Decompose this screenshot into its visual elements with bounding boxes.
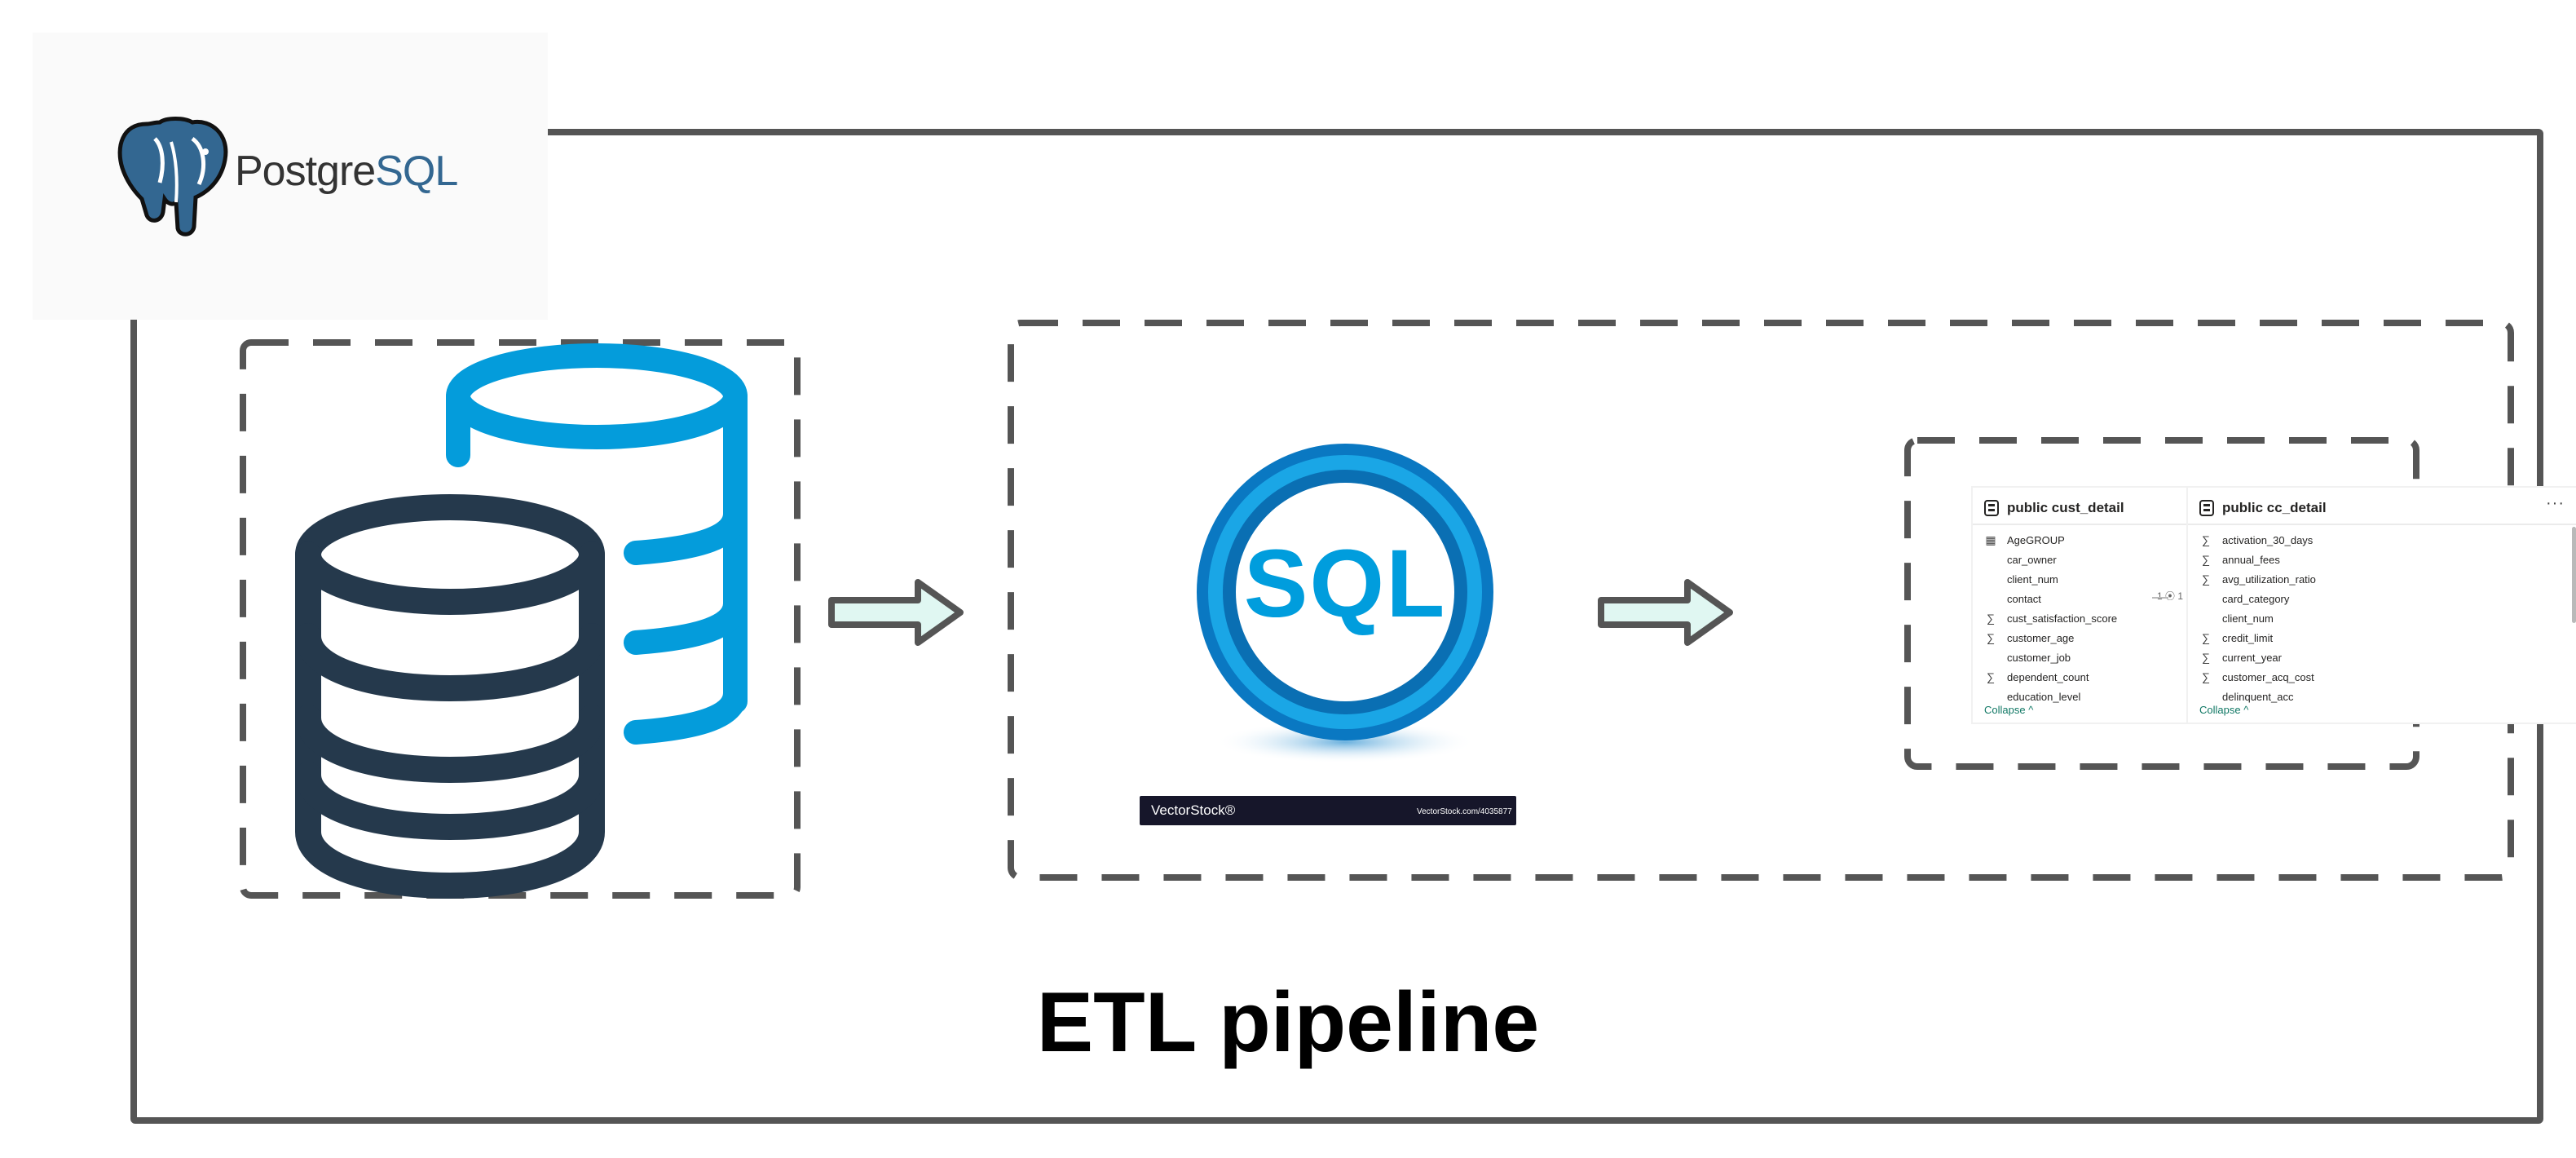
field-name: customer_job bbox=[2007, 651, 2071, 664]
table-icon bbox=[1984, 500, 1999, 516]
field-name: current_year bbox=[2222, 651, 2282, 664]
postgresql-wordmark: PostgreSQL bbox=[235, 147, 458, 196]
field-row[interactable]: ∑ activation_30_days bbox=[2199, 530, 2313, 550]
sigma-icon: ∑ bbox=[1987, 670, 1995, 683]
sigma-icon: ∑ bbox=[2202, 651, 2210, 664]
field-row[interactable]: card_category bbox=[2199, 589, 2289, 608]
field-row[interactable]: ∑ customer_age bbox=[1984, 628, 2074, 648]
model-dashed-box bbox=[1904, 437, 2419, 770]
field-name: contact bbox=[2007, 592, 2041, 605]
field-name: cust_satisfaction_score bbox=[2007, 612, 2118, 625]
field-name: card_category bbox=[2222, 592, 2290, 605]
sigma-icon: ∑ bbox=[2202, 631, 2210, 644]
field-name: AgeGROUP bbox=[2007, 533, 2065, 546]
sql-badge-text: SQL bbox=[1243, 530, 1447, 638]
field-row[interactable]: ∑ cust_satisfaction_score bbox=[1984, 608, 2117, 628]
field-name: client_num bbox=[2222, 612, 2274, 625]
postgresql-word-2: SQL bbox=[375, 148, 458, 195]
field-row[interactable]: car_owner bbox=[1984, 550, 2057, 569]
field-row[interactable]: delinquent_acc bbox=[2199, 687, 2293, 706]
field-row[interactable]: ∑ customer_acq_cost bbox=[2199, 667, 2314, 687]
field-name: avg_utilization_ratio bbox=[2222, 572, 2316, 586]
sigma-icon: ∑ bbox=[1987, 631, 1995, 644]
arrow-right-icon bbox=[1598, 579, 1733, 646]
field-name: activation_30_days bbox=[2222, 533, 2314, 546]
field-row[interactable]: ∑ dependent_count bbox=[1984, 667, 2089, 687]
source-dashed-box bbox=[240, 339, 801, 899]
relationship-label[interactable]: 1 ⦿ 1 bbox=[2157, 590, 2184, 602]
database-icon bbox=[295, 343, 748, 899]
table-icon bbox=[2199, 500, 2214, 516]
field-name: annual_fees bbox=[2222, 553, 2280, 566]
field-name: customer_acq_cost bbox=[2222, 670, 2314, 683]
field-name: education_level bbox=[2007, 690, 2081, 703]
watermark-url: VectorStock.com/4035877 bbox=[1417, 807, 1512, 816]
field-name: credit_limit bbox=[2222, 631, 2274, 644]
field-name: dependent_count bbox=[2007, 670, 2089, 683]
field-row[interactable]: ∑ current_year bbox=[2199, 648, 2282, 667]
field-row[interactable]: education_level bbox=[1984, 687, 2080, 706]
field-name: customer_age bbox=[2007, 631, 2075, 644]
sigma-icon: ∑ bbox=[2202, 670, 2210, 683]
field-row[interactable]: ∑ avg_utilization_ratio bbox=[2199, 569, 2316, 589]
postgresql-word-1: Postgre bbox=[235, 148, 376, 195]
table-card-cc-detail[interactable]: public cc_detail ··· ∑ activation_30_days… bbox=[2186, 486, 2576, 724]
sigma-icon: ∑ bbox=[1987, 612, 1995, 625]
field-name: delinquent_acc bbox=[2222, 690, 2294, 703]
sigma-icon: ∑ bbox=[2202, 553, 2210, 566]
field-row[interactable]: client_num bbox=[2199, 608, 2274, 628]
watermark-brand: VectorStock® bbox=[1151, 802, 1236, 818]
more-options-icon[interactable]: ··· bbox=[2546, 494, 2565, 512]
scrollbar[interactable] bbox=[2572, 527, 2576, 623]
header-divider bbox=[1973, 524, 2364, 525]
field-row[interactable]: client_num bbox=[1984, 569, 2058, 589]
table-card-header: public cc_detail bbox=[2199, 496, 2327, 520]
collapse-button[interactable]: Collapse ^ bbox=[1984, 704, 2034, 716]
field-name: client_num bbox=[2007, 572, 2058, 586]
header-divider bbox=[2188, 524, 2576, 525]
relationship-line bbox=[2152, 597, 2168, 599]
elephant-icon bbox=[117, 117, 228, 236]
table-card-header: public cust_detail bbox=[1984, 496, 2124, 520]
field-row[interactable]: ∑ credit_limit bbox=[2199, 628, 2273, 648]
sigma-icon: ∑ bbox=[2202, 572, 2210, 586]
field-row[interactable]: customer_job bbox=[1984, 648, 2071, 667]
field-row[interactable]: ∑ annual_fees bbox=[2199, 550, 2280, 569]
diagram-title: ETL pipeline bbox=[1036, 975, 1540, 1070]
watermark-bar bbox=[1140, 796, 1516, 825]
table-name: public cust_detail bbox=[2007, 500, 2124, 515]
field-name: car_owner bbox=[2007, 553, 2057, 566]
postgresql-logo bbox=[33, 33, 548, 320]
sql-badge-icon bbox=[1197, 444, 1493, 763]
arrow-right-icon bbox=[828, 579, 964, 646]
sigma-icon: ∑ bbox=[2202, 533, 2210, 546]
collapse-button[interactable]: Collapse ^ bbox=[2199, 704, 2249, 716]
field-row[interactable]: ▦ AgeGROUP bbox=[1984, 530, 2065, 550]
calendar-table-icon: ▦ bbox=[1985, 533, 1996, 546]
table-name: public cc_detail bbox=[2222, 500, 2327, 515]
field-row[interactable]: contact bbox=[1984, 589, 2041, 608]
